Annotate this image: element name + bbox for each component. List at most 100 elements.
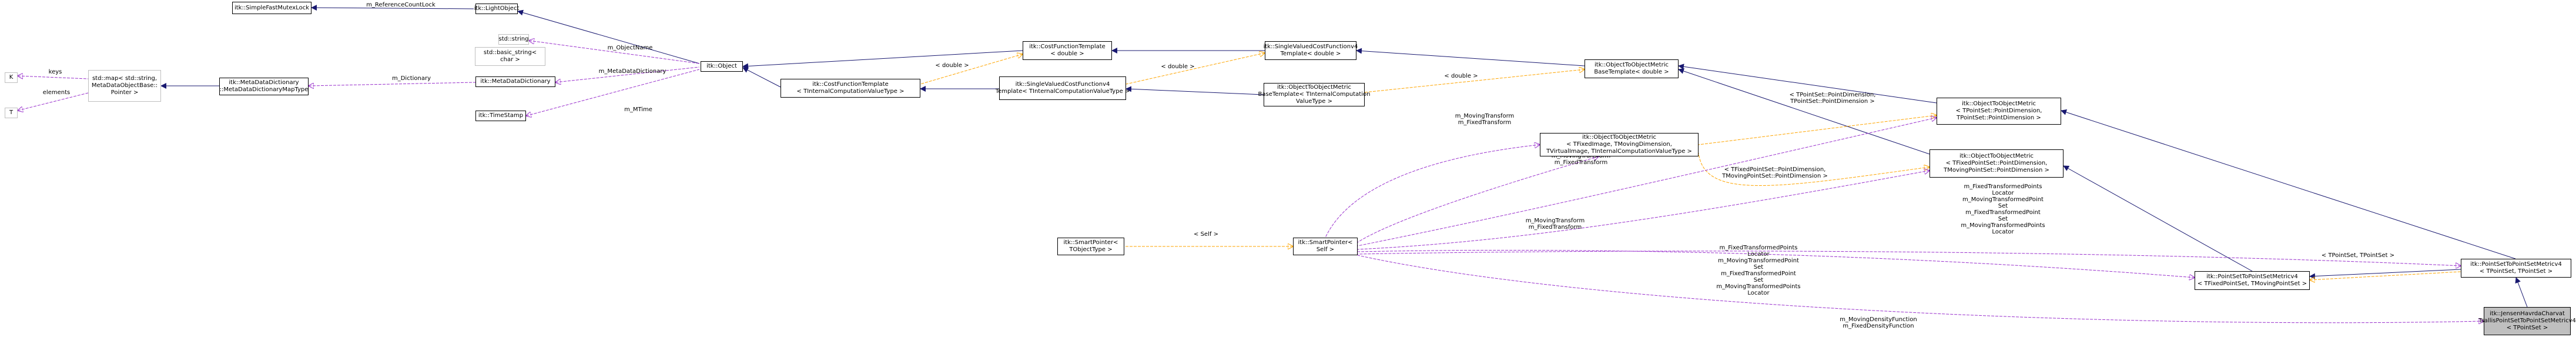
class-node-std-map[interactable]: std::map< std::string,MetaDataObjectBase… — [88, 70, 161, 102]
class-node-label: < TPointSet, TPointSet > — [2479, 268, 2553, 275]
class-node-label: < TFixedPointSet, TMovingPointSet > — [2197, 281, 2307, 287]
class-node-t[interactable]: T — [5, 108, 18, 118]
class-node-object-to-object-metric-tpointset[interactable]: itk::ObjectToObjectMetric< TPointSet::Po… — [1937, 98, 2061, 125]
class-node-label: itk::ObjectToObjectMetric — [1959, 153, 2034, 159]
class-node-time-stamp[interactable]: itk::TimeStamp — [475, 111, 526, 121]
class-node-label: itk::SmartPointer< — [1298, 239, 1353, 246]
class-node-label: BaseTemplate< TInternalComputation — [1258, 91, 1371, 98]
edge-label-m-meta-data-dictionary: m_MetaDataDictionary — [599, 68, 666, 75]
class-node-light-object[interactable]: itk::LightObject — [474, 4, 520, 14]
class-node-label: itk::SimpleFastMutexLock — [234, 4, 310, 11]
class-node-simple-fast-mutex-lock[interactable]: itk::SimpleFastMutexLock — [232, 2, 311, 14]
class-node-std-basic-string[interactable]: std::basic_string<char > — [475, 47, 545, 66]
class-node-label: itk::PointSetToPointSetMetricv4 — [2206, 273, 2298, 280]
class-node-label: itk::CostFunctionTemplate — [1029, 44, 1106, 50]
class-node-label: < TInternalComputationValueType > — [796, 88, 905, 95]
usage-edge — [1357, 118, 1937, 246]
class-node-k[interactable]: K — [5, 72, 18, 83]
usage-edge — [1357, 255, 2484, 323]
class-node-label: TVirtualImage, TInternalComputationValue… — [1546, 148, 1692, 155]
class-node-label: char > — [500, 56, 520, 63]
class-node-label: < TFixedImage, TMovingDimension, — [1566, 141, 1672, 148]
usage-edge — [1357, 251, 2461, 266]
usage-edge — [526, 69, 700, 116]
class-node-label: itk::ObjectToObjectMetric — [1594, 62, 1669, 68]
edge-label-tpointset-tpointset: < TPointSet, TPointSet > — [2322, 252, 2394, 259]
class-node-label: K — [9, 74, 14, 81]
class-node-object[interactable]: itk::Object — [701, 61, 743, 72]
edge-label-m-reference-count-lock: m_ReferenceCountLock — [366, 2, 436, 8]
edge-label-m-dictionary: m_Dictionary — [392, 75, 431, 82]
edge-label-elements: elements — [43, 89, 70, 96]
inheritance-edge — [311, 5, 474, 11]
usage-edge — [529, 41, 700, 64]
class-node-meta-data-dictionary[interactable]: itk::MetaDataDictionary — [475, 76, 555, 87]
inheritance-edge — [2061, 109, 2516, 259]
class-node-label: itk::SingleValuedCostFunctionv4 — [1015, 81, 1110, 88]
class-node-label: itk::SmartPointer< — [1063, 239, 1118, 246]
inheritance-edge — [1125, 86, 1264, 95]
class-node-cost-function-template-tinternal[interactable]: itk::CostFunctionTemplate< TInternalComp… — [780, 79, 920, 98]
class-node-std-string[interactable]: std::string — [498, 34, 529, 45]
class-node-label: TObjectType > — [1069, 246, 1113, 253]
edge-label-double-3: < double > — [1444, 73, 1478, 79]
edge-label-self: < Self > — [1194, 231, 1218, 238]
class-node-label: < TPointSet::PointDimension, — [1955, 108, 2042, 114]
edge-label-m-mtime: m_MTime — [624, 106, 652, 113]
class-node-label: itk::CostFunctionTemplate — [812, 81, 889, 88]
class-node-label: MetaDataObjectBase:: — [91, 82, 158, 89]
class-node-label: std::map< std::string, — [92, 75, 158, 82]
class-node-meta-data-dictionary-map-type[interactable]: itk::MetaDataDictionary::MetaDataDiction… — [219, 78, 309, 95]
edge-label-double-2: < double > — [1161, 64, 1194, 70]
class-node-smart-pointer-tobjecttype[interactable]: itk::SmartPointer<TObjectType > — [1057, 238, 1124, 255]
class-node-cost-function-template-double[interactable]: itk::CostFunctionTemplate< double > — [1023, 41, 1112, 60]
class-node-label: std::basic_string< — [483, 49, 537, 56]
class-node-label: itk::ObjectToObjectMetric — [1962, 101, 2036, 107]
class-node-label: < TPointSet > — [2506, 325, 2548, 331]
class-node-label: itk::ObjectToObjectMetric — [1582, 134, 1656, 141]
usage-edge — [1357, 249, 2195, 278]
class-node-label: < double > — [1050, 51, 1084, 57]
inheritance-edge — [2515, 277, 2528, 308]
class-node-label: Self > — [1316, 246, 1335, 253]
usage-edge — [18, 76, 89, 79]
usage-edge — [555, 66, 700, 82]
class-node-label: Template< double > — [1280, 51, 1341, 57]
inheritance-edge — [742, 50, 1023, 69]
class-node-object-to-object-metric-tfixed-image[interactable]: itk::ObjectToObjectMetric< TFixedImage, … — [1540, 133, 1699, 156]
usage-edge — [1357, 156, 1599, 243]
inheritance-edge — [1678, 64, 1937, 104]
inheritance-edge — [1678, 68, 1930, 155]
inheritance-edge — [2309, 269, 2461, 279]
class-node-label: < TFixedPointSet::PointDimension, — [1945, 160, 2048, 166]
inheritance-edge — [2063, 165, 2253, 272]
class-node-smart-pointer-self[interactable]: itk::SmartPointer<Self > — [1293, 238, 1358, 255]
edge-label-keys: keys — [49, 69, 62, 75]
class-node-point-set-to-point-set-metricv4-tpointset[interactable]: itk::PointSetToPointSetMetricv4< TPointS… — [2461, 259, 2571, 278]
class-node-label: itk::MetaDataDictionary — [229, 79, 299, 86]
edge-label-tpointset-dimension: < TPointSet::PointDimension,TPointSet::P… — [1790, 92, 1876, 105]
class-node-label: std::string — [498, 36, 529, 42]
class-node-object-to-object-metric-tfixedpointset[interactable]: itk::ObjectToObjectMetric< TFixedPointSe… — [1930, 149, 2064, 178]
usage-edge — [1325, 145, 1540, 238]
class-node-label: T — [9, 109, 14, 116]
class-node-label: itk::MetaDataDictionary — [480, 78, 551, 85]
class-node-label: itk::TimeStamp — [478, 112, 524, 119]
template-edge — [1698, 115, 1937, 145]
class-node-label: ValueType > — [1296, 98, 1332, 105]
class-node-label: TMovingPointSet::PointDimension > — [1944, 167, 2049, 173]
class-node-label: TPointSet::PointDimension > — [1957, 115, 2041, 121]
class-node-label: itk::PointSetToPointSetMetricv4 — [2470, 261, 2562, 268]
class-node-point-set-to-point-set-metricv4-fixed-moving[interactable]: itk::PointSetToPointSetMetricv4< TFixedP… — [2195, 271, 2310, 290]
class-node-label: itk::LightObject — [474, 5, 520, 12]
